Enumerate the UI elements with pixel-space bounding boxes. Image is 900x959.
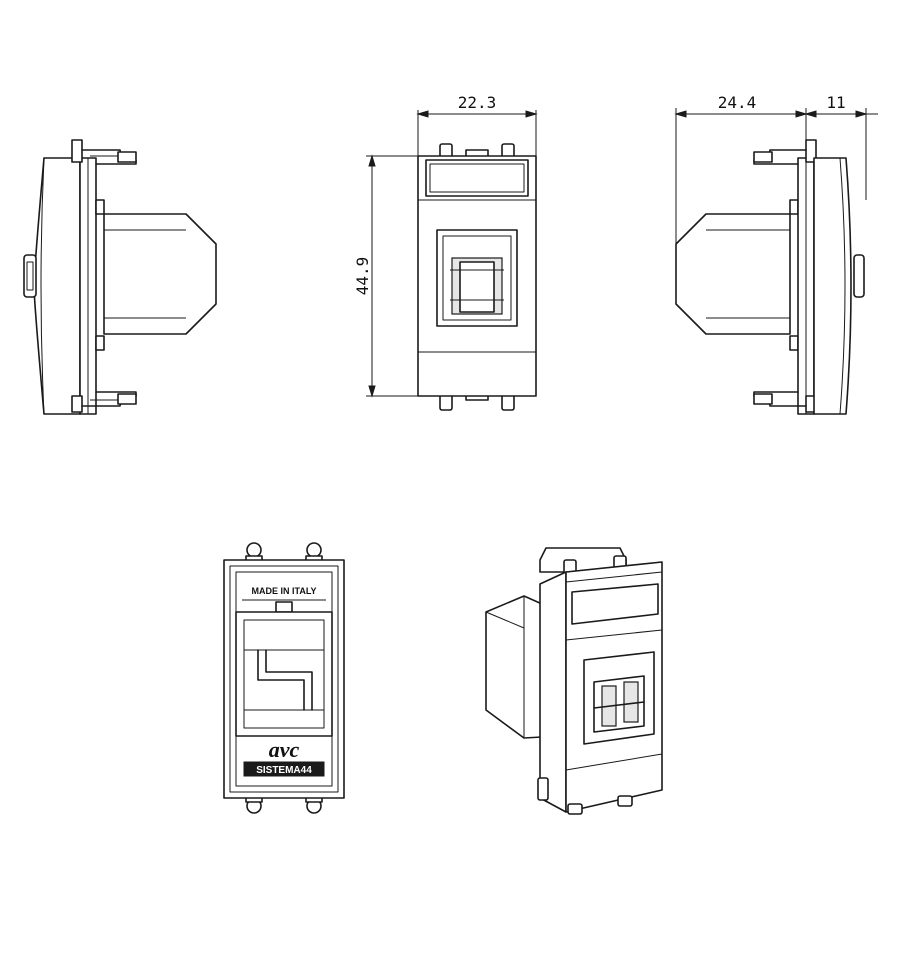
brand-logo: avc [269, 737, 300, 762]
front-view [417, 143, 537, 411]
right-cover [813, 157, 852, 415]
rear-connector [235, 611, 333, 737]
made-in-label: MADE IN ITALY [251, 586, 316, 596]
height-value: 44.9 [353, 257, 372, 296]
depth-value: 24.4 [718, 93, 757, 112]
rear-view: MADE IN ITALY avc SISTEMA44 [223, 542, 345, 814]
side-jack-body [103, 213, 217, 335]
dimension-front-offset: 11 [804, 93, 878, 118]
dimension-width: 22.3 [416, 93, 538, 156]
system-plate-text: SISTEMA44 [256, 765, 312, 776]
system-plate [243, 761, 325, 777]
isometric-view [485, 547, 663, 815]
width-value: 22.3 [458, 93, 497, 112]
iso-body-side [539, 571, 567, 813]
dimension-height: 44.9 [353, 154, 418, 398]
label-window [425, 159, 529, 197]
side-knob [23, 254, 37, 298]
dimension-depth: 24.4 [674, 93, 867, 244]
left-side-view [23, 139, 217, 415]
iso-label-window [571, 583, 659, 625]
front-offset-value: 11 [826, 93, 845, 112]
right-side-view [675, 139, 865, 415]
right-jack-body [675, 213, 791, 335]
right-knob [853, 254, 865, 298]
